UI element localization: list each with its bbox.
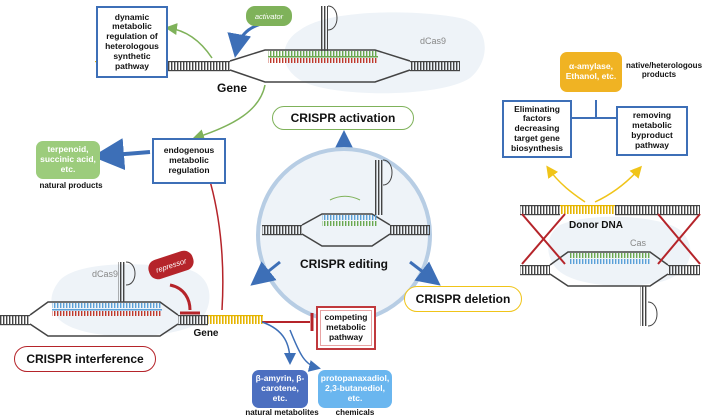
donor-dna-label: Donor DNA	[569, 220, 623, 231]
yellow-arc-left	[546, 165, 586, 203]
gene-label-top: Gene	[217, 81, 247, 95]
blue-tree-connector	[566, 100, 622, 119]
dna-editing	[262, 159, 430, 247]
cas-label: Cas	[630, 238, 647, 248]
arrow-to-interference	[250, 260, 281, 286]
terpenoid-box: terpenoid, succinic acid, etc.	[36, 141, 100, 179]
repressor-inhibition	[169, 283, 192, 311]
green-arrow-to-dynamic	[165, 23, 213, 59]
removing-byproduct-box: removing metabolic byproduct pathway	[616, 106, 688, 156]
yellow-arc-right	[594, 165, 642, 203]
dna-interference	[0, 261, 263, 337]
crispr-activation-pill: CRISPR activation	[272, 106, 414, 130]
arrow-to-deletion	[409, 260, 441, 286]
eliminating-factors-box: Eliminating factors decreasing target ge…	[502, 100, 572, 158]
red-arrow-gene-to-endogenous	[203, 165, 224, 311]
blue-arrow-to-amyrin	[261, 321, 296, 365]
natural-products-label: natural products	[39, 181, 103, 190]
chemicals-label: chemicals	[335, 408, 375, 417]
arrow-to-natural-products	[92, 138, 151, 171]
green-arrow-gene-to-endogenous	[192, 84, 266, 141]
dcas9-label-top: dCas9	[420, 36, 446, 46]
dcas9-blob-bottom	[51, 264, 210, 337]
gene-label-bottom: Gene	[193, 328, 218, 339]
dcas9-label-bottom: dCas9	[92, 269, 118, 279]
recombination-crosses	[521, 213, 701, 265]
amylase-box: α-amylase, Ethanol, etc.	[560, 52, 622, 92]
native-products-label: native/heterologous products	[626, 61, 703, 79]
activator-tag: activator	[246, 6, 292, 26]
amyrin-box: β-amyrin, β-carotene, etc.	[252, 370, 308, 408]
endogenous-regulation-box: endogenous metabolic regulation	[152, 138, 226, 184]
crispr-editing-label: CRISPR editing	[299, 257, 388, 271]
blue-arrow-to-protopanaxadiol	[289, 329, 321, 372]
natural-metabolites-label: natural metabolites	[245, 408, 319, 417]
crispr-interference-pill: CRISPR interference	[14, 346, 156, 372]
protopanaxadiol-box: protopanaxadiol, 2,3-butanediol, etc.	[318, 370, 392, 408]
dynamic-regulation-box: dynamic metabolic regulation of heterolo…	[96, 6, 168, 78]
crispr-deletion-pill: CRISPR deletion	[404, 286, 522, 312]
activator-arrow	[227, 20, 269, 58]
donor-dna	[520, 205, 700, 216]
competing-pathway-box: competing metabolic pathway	[316, 306, 376, 350]
